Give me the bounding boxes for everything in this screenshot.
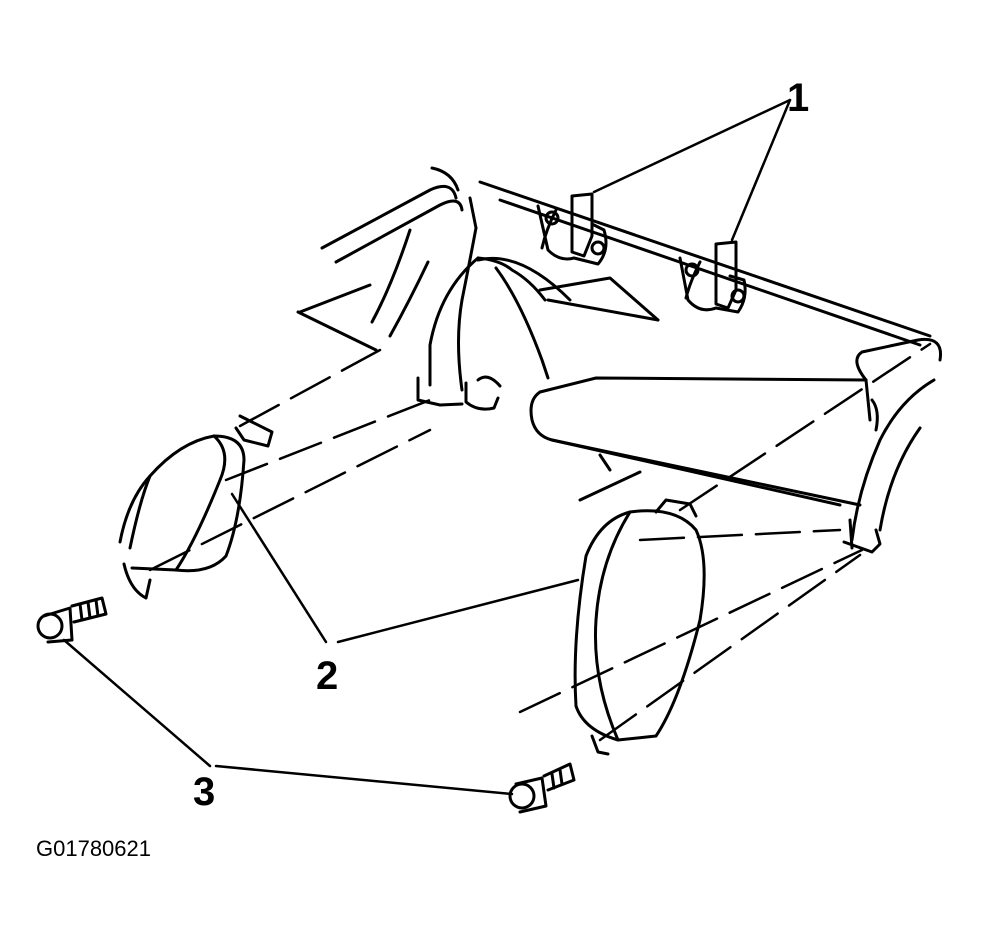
leader-lines-2 [230, 492, 580, 644]
hinge-bracket-right [678, 240, 747, 314]
callout-label-1: 1 [787, 76, 810, 120]
figure-identifier: G01780621 [36, 836, 151, 861]
left-trim-cover [118, 414, 274, 600]
seat-cushion [529, 337, 943, 507]
callout-label-3: 3 [193, 770, 216, 814]
alignment-dash-lines [148, 342, 932, 742]
right-trim-cover [573, 498, 706, 756]
leader-lines-3 [62, 638, 514, 796]
center-seat-riser [416, 256, 550, 411]
right-side-panel [842, 378, 936, 554]
bolt-right [508, 762, 576, 814]
hinge-bracket-left [536, 192, 608, 266]
bolt-left [36, 596, 108, 644]
callout-label-2: 2 [316, 654, 339, 698]
leader-lines-1 [592, 98, 792, 242]
left-body-pillar-outline [296, 166, 464, 352]
seat-back-frame [460, 180, 932, 347]
